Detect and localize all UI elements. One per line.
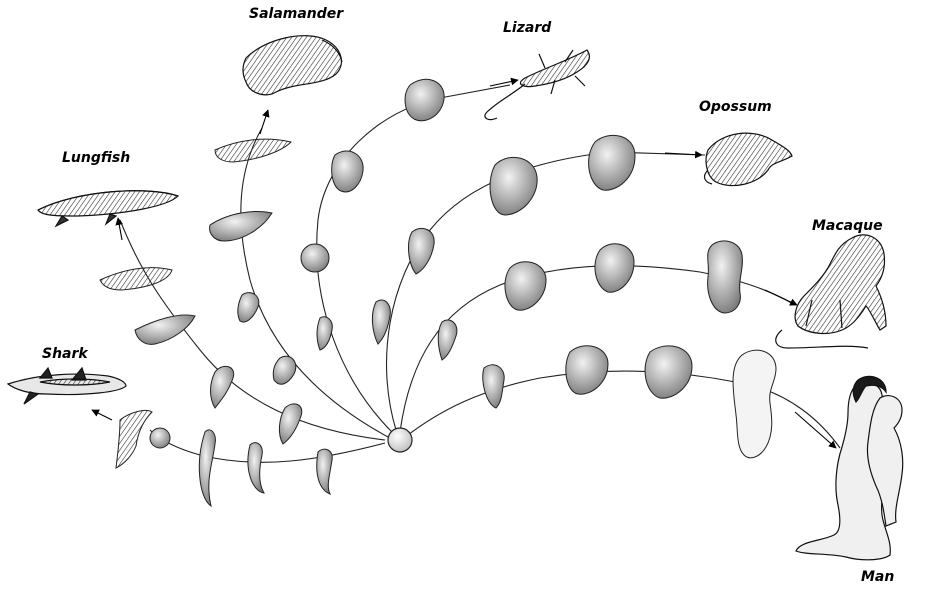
embryo-icon bbox=[317, 449, 333, 494]
embryo-icon bbox=[116, 410, 152, 468]
embryo-icon bbox=[490, 157, 537, 215]
embryo-icon bbox=[150, 428, 170, 448]
embryo-icon bbox=[279, 404, 301, 444]
embryo-icon bbox=[238, 293, 259, 322]
embryo-icon bbox=[273, 356, 296, 384]
shark-icon bbox=[8, 368, 126, 404]
embryo-icon bbox=[438, 320, 457, 360]
embryo-icon bbox=[135, 315, 195, 344]
label-salamander: Salamander bbox=[249, 6, 343, 22]
label-macaque: Macaque bbox=[812, 218, 883, 234]
embryo-icon bbox=[332, 151, 364, 192]
label-man: Man bbox=[861, 569, 894, 585]
embryo-icon bbox=[566, 346, 608, 394]
embryo-icon bbox=[409, 228, 435, 274]
arrow-shark bbox=[92, 410, 112, 420]
embryos bbox=[100, 79, 776, 506]
embryo-icon bbox=[589, 135, 635, 190]
arrow-lizard bbox=[490, 80, 518, 86]
embryo-icon bbox=[317, 317, 332, 350]
embryo-icon bbox=[405, 79, 444, 120]
arrow-salamander bbox=[260, 110, 268, 134]
lizard-icon bbox=[485, 50, 589, 120]
embryo-icon bbox=[215, 139, 291, 162]
embryo-icon bbox=[595, 244, 634, 292]
label-lungfish: Lungfish bbox=[62, 150, 130, 166]
label-shark: Shark bbox=[42, 346, 88, 362]
embryo-icon bbox=[483, 365, 504, 408]
arrow-macaque bbox=[765, 290, 797, 305]
embryo-icon bbox=[199, 430, 215, 506]
embryo-icon bbox=[211, 366, 234, 408]
embryo-icon bbox=[708, 241, 743, 313]
macaque-icon bbox=[776, 235, 886, 348]
label-lizard: Lizard bbox=[503, 20, 551, 36]
embryo-icon bbox=[505, 262, 546, 310]
embryo-icon bbox=[301, 244, 329, 272]
human-icon bbox=[796, 376, 903, 559]
curve-salamander bbox=[241, 128, 388, 437]
embryo-icon bbox=[645, 346, 692, 398]
arrow-man bbox=[795, 412, 836, 448]
embryo-icon bbox=[100, 268, 172, 290]
lungfish-icon bbox=[38, 191, 178, 226]
salamander-icon bbox=[243, 36, 342, 95]
opossum-icon bbox=[705, 133, 792, 185]
label-opossum: Opossum bbox=[699, 99, 772, 115]
embryo-icon bbox=[733, 350, 776, 458]
curve-man bbox=[404, 371, 840, 448]
embryo-icon bbox=[248, 443, 264, 493]
egg-icon bbox=[388, 428, 412, 452]
embryo-icon bbox=[210, 212, 272, 242]
